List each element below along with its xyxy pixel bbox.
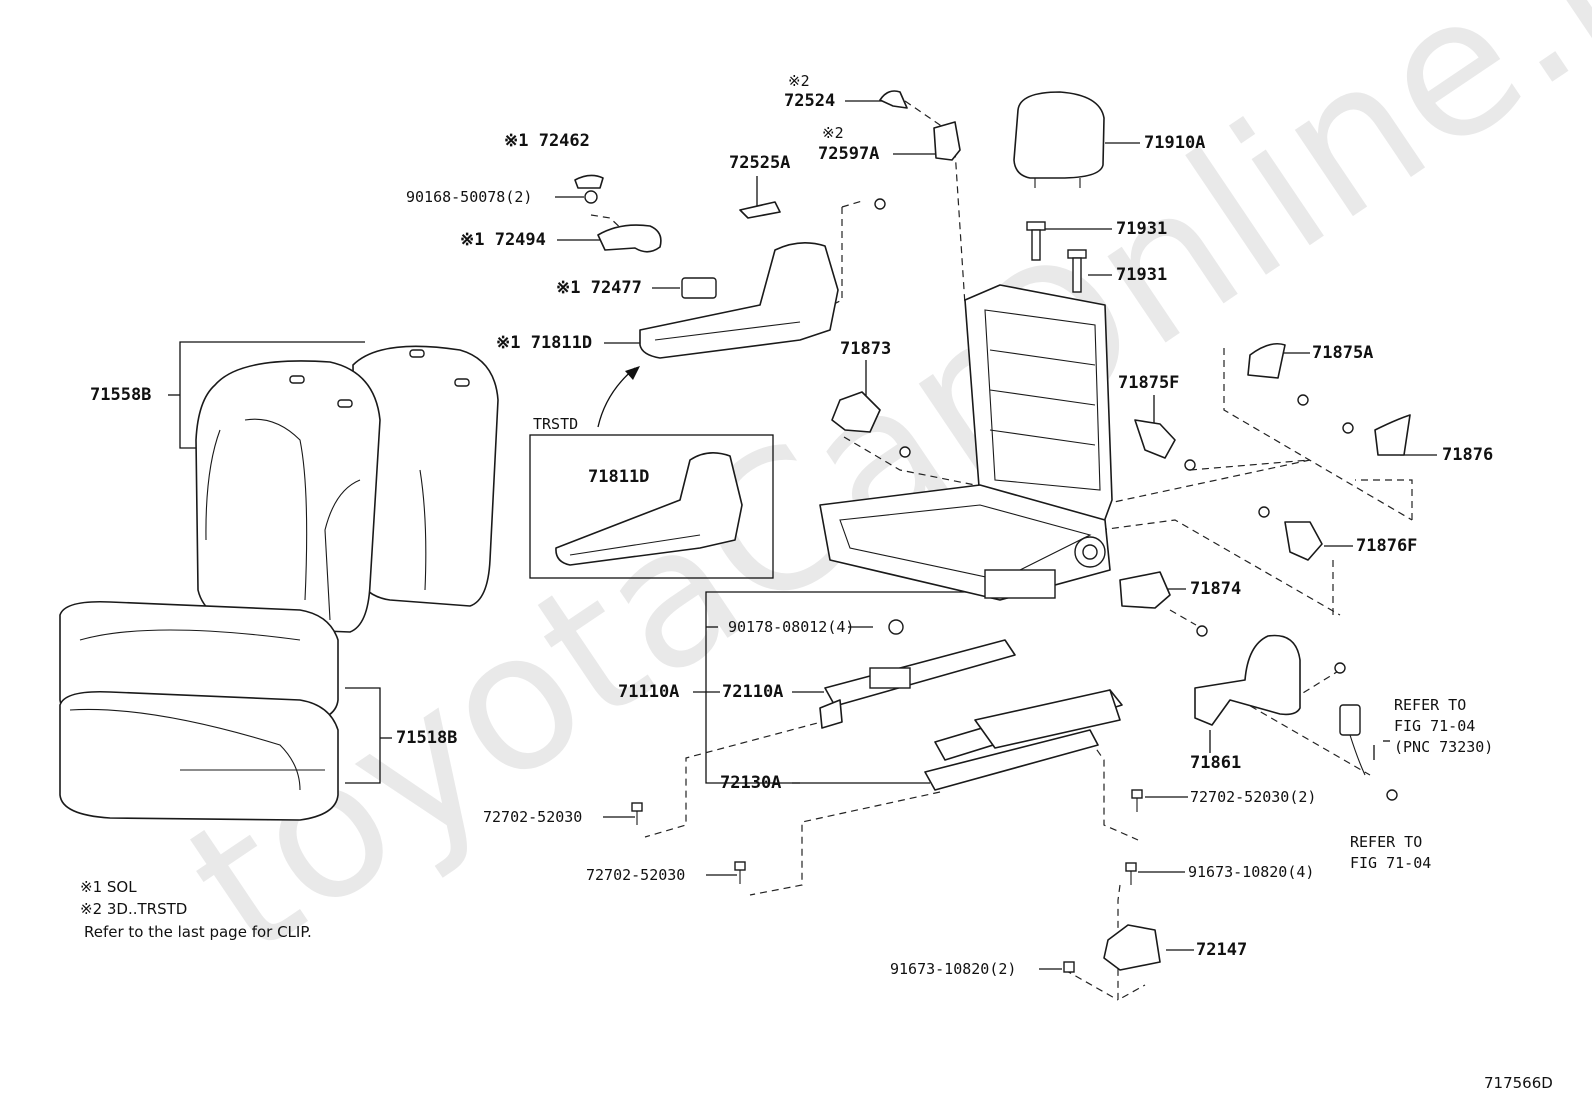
label-71910a: 71910A: [1144, 133, 1205, 153]
label-72462: ※1 72462: [504, 131, 590, 151]
label-72524: 72524: [784, 91, 835, 111]
seat-back-cover-71558b: [195, 345, 499, 633]
part-labels: ※2 72524 ※2 72597A ※1 72462 90168-50078(…: [90, 72, 1493, 978]
label-90168: 90168-50078(2): [406, 188, 532, 206]
seat-frame: [819, 284, 1113, 601]
small-parts-top: [574, 90, 961, 299]
label-refer1-line2: FIG 71-04: [1394, 717, 1475, 735]
label-71874: 71874: [1190, 579, 1241, 599]
label-72525a: 72525A: [729, 153, 790, 173]
label-71811d: ※1 71811D: [496, 333, 592, 353]
label-refer1-line1: REFER TO: [1394, 696, 1466, 714]
label-71873: 71873: [840, 339, 891, 359]
label-71861: 71861: [1190, 753, 1241, 773]
label-72702-left: 72702-52030: [483, 808, 582, 826]
label-71876: 71876: [1442, 445, 1493, 465]
label-72597a: 72597A: [818, 144, 879, 164]
brackets-right: [831, 342, 1411, 637]
label-71558b: 71558B: [90, 385, 151, 405]
label-72702-right: 72702-52030(2): [1190, 788, 1316, 806]
label-71110a: 71110A: [618, 682, 679, 702]
label-71875a: 71875A: [1312, 343, 1373, 363]
inset-trstd: [529, 434, 774, 579]
inset-caption: TRSTD: [533, 415, 578, 433]
label-72524-mark: ※2: [788, 72, 810, 90]
label-refer1-line3: (PNC 73230): [1394, 738, 1493, 756]
figure-id: 717566D: [1484, 1074, 1553, 1092]
note-1: ※1 SOL: [80, 878, 137, 896]
label-72597a-mark: ※2: [822, 124, 844, 142]
headrest-guides-71931: [1026, 221, 1087, 293]
screws-lower: [631, 619, 1143, 973]
label-71875f: 71875F: [1118, 373, 1179, 393]
label-72147: 72147: [1196, 940, 1247, 960]
seat-cushion-cover-71518b: [59, 600, 339, 821]
seat-rails: [819, 639, 1123, 791]
side-trim-71811d: [639, 242, 839, 359]
label-72130a: 72130A: [720, 773, 781, 793]
label-refer2-line1: REFER TO: [1350, 833, 1422, 851]
label-71876f: 71876F: [1356, 536, 1417, 556]
note-2: ※2 3D..TRSTD: [80, 900, 187, 918]
label-71518b: 71518B: [396, 728, 457, 748]
inset-part-label: 71811D: [588, 467, 649, 487]
headrest-71910a: [1013, 91, 1105, 188]
note-3: Refer to the last page for CLIP.: [84, 923, 312, 941]
label-90178: 90178-08012(4): [728, 618, 854, 636]
shield-71861: [1194, 634, 1346, 726]
label-71931-b: 71931: [1116, 265, 1167, 285]
belt-buckle: [1339, 704, 1398, 801]
bracket-72147: [1103, 924, 1161, 971]
label-91673-4: 91673-10820(4): [1188, 863, 1314, 881]
label-72477: ※1 72477: [556, 278, 642, 298]
label-72494: ※1 72494: [460, 230, 546, 250]
label-91673-2: 91673-10820(2): [890, 960, 1016, 978]
label-72702-bottom: 72702-52030: [586, 866, 685, 884]
label-refer2-line2: FIG 71-04: [1350, 854, 1431, 872]
label-71931-a: 71931: [1116, 219, 1167, 239]
notes: ※1 SOL ※2 3D..TRSTD Refer to the last pa…: [80, 878, 312, 941]
label-72110a: 72110A: [722, 682, 783, 702]
